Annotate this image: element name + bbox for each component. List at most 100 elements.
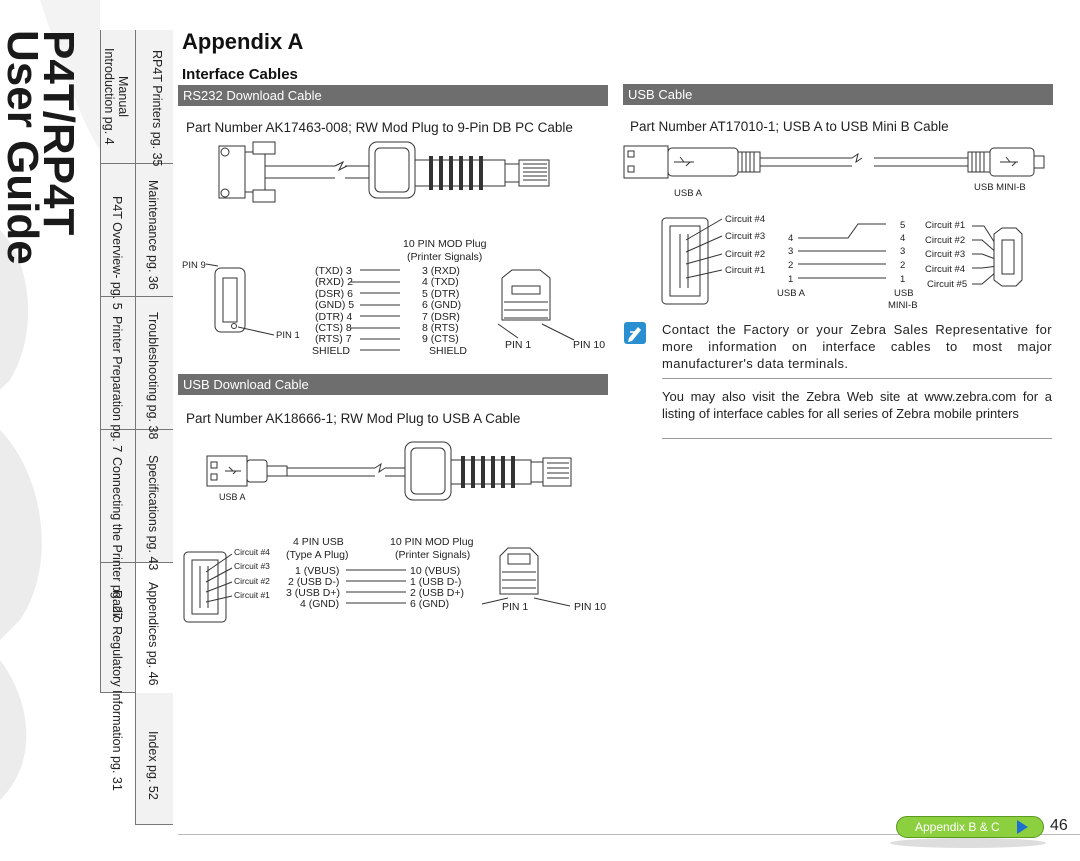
usb-download-pinout-diagram: Circuit #4 Circuit #3 Circuit #2 Circuit…: [183, 536, 606, 623]
rs232-pin9-label: PIN 9: [182, 260, 206, 271]
tab-specifications[interactable]: [135, 430, 173, 563]
tab-connecting-printer[interactable]: [100, 430, 135, 563]
rs232-right-signal-7: SHIELD: [429, 345, 467, 357]
usb-download-circuit-3: Circuit #3: [234, 561, 270, 571]
note-divider-1: [662, 378, 1052, 379]
guide-title-line2: User Guide: [0, 30, 47, 265]
rs232-right-signal-6: 9 (CTS): [422, 333, 459, 345]
usb-download-circuit-1: Circuit #1: [234, 590, 270, 600]
tab-label-appendices: Appendices pg. 46: [146, 582, 160, 686]
note-divider-2: [662, 438, 1052, 439]
usb-cable-right-num-4: 4: [900, 233, 905, 244]
note-icon: [624, 322, 646, 344]
tab-printer-preparation[interactable]: [100, 297, 135, 430]
usb-download-right-signal-0: 10 (VBUS): [410, 565, 460, 577]
usb-cable-right-num-1: 1: [900, 274, 905, 285]
tab-label-radio-regulatory: Radio Regulatory Information pg. 31: [110, 590, 124, 791]
tab-label-p4t-overview: P4T Overview- pg. 5: [110, 196, 124, 310]
usb-cable-right-num-5: 5: [900, 220, 905, 231]
rs232-left-signal-6: (RTS) 7: [315, 333, 352, 345]
usb-download-col1-title: 4 PIN USB: [293, 536, 344, 548]
usb-cable-usba-label: USB A: [674, 188, 703, 199]
rs232-left-signal-4: (DTR) 4: [315, 311, 352, 323]
usb-download-section-bar: USB Download Cable: [178, 374, 608, 395]
usb-download-pin10-label: PIN 10: [574, 601, 606, 613]
tab-introduction[interactable]: [100, 30, 135, 164]
usb-cable-bottom-usb: USB: [894, 288, 914, 299]
usb-download-left-signal-3: 4 (GND): [300, 598, 339, 610]
footer-nav-tab[interactable]: Appendix B & C: [896, 816, 1044, 838]
rs232-right-signal-1: 4 (TXD): [422, 276, 459, 288]
rs232-left-signal-3: (GND) 5: [315, 299, 354, 311]
tab-label-maintenance: Maintenance pg. 36: [146, 180, 160, 290]
tab-label-troubleshooting: Troubleshooting pg. 38: [146, 312, 160, 440]
usb-cable-left-num-2: 2: [788, 260, 793, 271]
rs232-left-signal-7: SHIELD: [312, 345, 350, 357]
usb-download-part-number: Part Number AK18666-1; RW Mod Plug to US…: [186, 411, 521, 426]
rs232-pin10-right-label: PIN 10: [573, 339, 605, 351]
tab-index[interactable]: [135, 693, 173, 825]
usb-cable-minib-label: USB MINI-B: [974, 182, 1026, 193]
usb-download-left-signal-0: 1 (VBUS): [295, 565, 339, 577]
rs232-left-signal-2: (DSR) 6: [315, 288, 353, 300]
usb-cable-section-bar: USB Cable: [623, 84, 1053, 105]
usb-cable-right-circuit-4: Circuit #4: [925, 264, 965, 275]
rs232-cable-illustration: [218, 141, 550, 203]
tab-rp4t-printers[interactable]: [135, 30, 173, 164]
footer-rule: [178, 834, 1080, 835]
usb-cable-illustration: USB A USB MINI-B: [623, 145, 1045, 199]
tab-appendices[interactable]: [135, 563, 173, 693]
tab-label-printer-preparation: Printer Preparation pg. 7: [110, 316, 124, 453]
usb-cable-bottom-usba: USB A: [777, 288, 806, 299]
usb-download-right-signal-2: 2 (USB D+): [410, 587, 464, 599]
footer-nav-label: Appendix B & C: [915, 820, 1000, 834]
usb-cable-bottom-minib: MINI-B: [888, 300, 918, 311]
section-title: Interface Cables: [182, 66, 298, 83]
footer-shadow: [890, 838, 1046, 848]
usb-download-pin1-label: PIN 1: [502, 601, 528, 613]
tab-troubleshooting[interactable]: [135, 297, 173, 430]
tab-label-manual: Manual: [116, 76, 130, 117]
rs232-left-signal-0: (TXD) 3: [315, 265, 352, 277]
usb-download-circuit-2: Circuit #2: [234, 576, 270, 586]
page-number: 46: [1050, 817, 1068, 834]
usb-cable-right-circuit-1: Circuit #1: [925, 220, 965, 231]
tab-maintenance[interactable]: [135, 164, 173, 297]
rs232-modplug-title: 10 PIN MOD Plug: [403, 238, 487, 250]
note-contact-factory: Contact the Factory or your Zebra Sales …: [662, 322, 1052, 371]
usb-cable-left-circuit-2: Circuit #2: [725, 249, 765, 260]
usb-cable-right-circuit-2: Circuit #2: [925, 235, 965, 246]
rs232-right-signal-0: 3 (RXD): [422, 265, 460, 277]
rs232-left-signal-5: (CTS) 8: [315, 322, 352, 334]
usb-download-cable-illustration: USB A: [206, 441, 572, 502]
usb-download-right-signal-1: 1 (USB D-): [410, 576, 461, 588]
rs232-part-number: Part Number AK17463-008; RW Mod Plug to …: [186, 120, 573, 135]
usb-cable-left-circuit-4: Circuit #4: [725, 214, 765, 225]
appendix-title: Appendix A: [182, 29, 304, 54]
usb-download-col2-title: 10 PIN MOD Plug: [390, 536, 474, 548]
rs232-pin1-right-label: PIN 1: [505, 339, 531, 351]
rs232-right-signal-5: 8 (RTS): [422, 322, 459, 334]
zebra-stripe-decoration: [0, 0, 100, 800]
tab-radio-regulatory[interactable]: [100, 563, 135, 693]
tab-label-specifications: Specifications pg. 43: [146, 455, 160, 571]
tab-label-index: Index pg. 52: [146, 731, 160, 800]
usb-download-left-signal-2: 3 (USB D+): [286, 587, 340, 599]
tab-p4t-overview[interactable]: [100, 164, 135, 297]
usb-cable-left-circuit-3: Circuit #3: [725, 231, 765, 242]
rs232-right-signal-3: 6 (GND): [422, 299, 461, 311]
usb-download-circuit-4: Circuit #4: [234, 547, 270, 557]
arrow-right-icon: [1017, 820, 1028, 834]
usb-cable-right-num-2: 2: [900, 260, 905, 271]
usb-cable-pinout-diagram: Circuit #4 Circuit #3 Circuit #2 Circuit…: [661, 214, 1023, 311]
rs232-pin1-left-label: PIN 1: [276, 330, 300, 341]
usb-cable-right-num-3: 3: [900, 246, 905, 257]
rs232-modplug-subtitle: (Printer Signals): [407, 251, 482, 263]
usb-download-usba-label: USB A: [219, 492, 246, 502]
tab-label-introduction: Introduction pg. 4: [102, 48, 116, 145]
note-zebra-web: You may also visit the Zebra Web site at…: [662, 389, 1052, 421]
usb-download-col2-subtitle: (Printer Signals): [395, 549, 470, 561]
rs232-left-signal-1: (RXD) 2: [315, 276, 353, 288]
usb-cable-right-circuit-3: Circuit #3: [925, 249, 965, 260]
usb-download-left-signal-1: 2 (USB D-): [288, 576, 339, 588]
